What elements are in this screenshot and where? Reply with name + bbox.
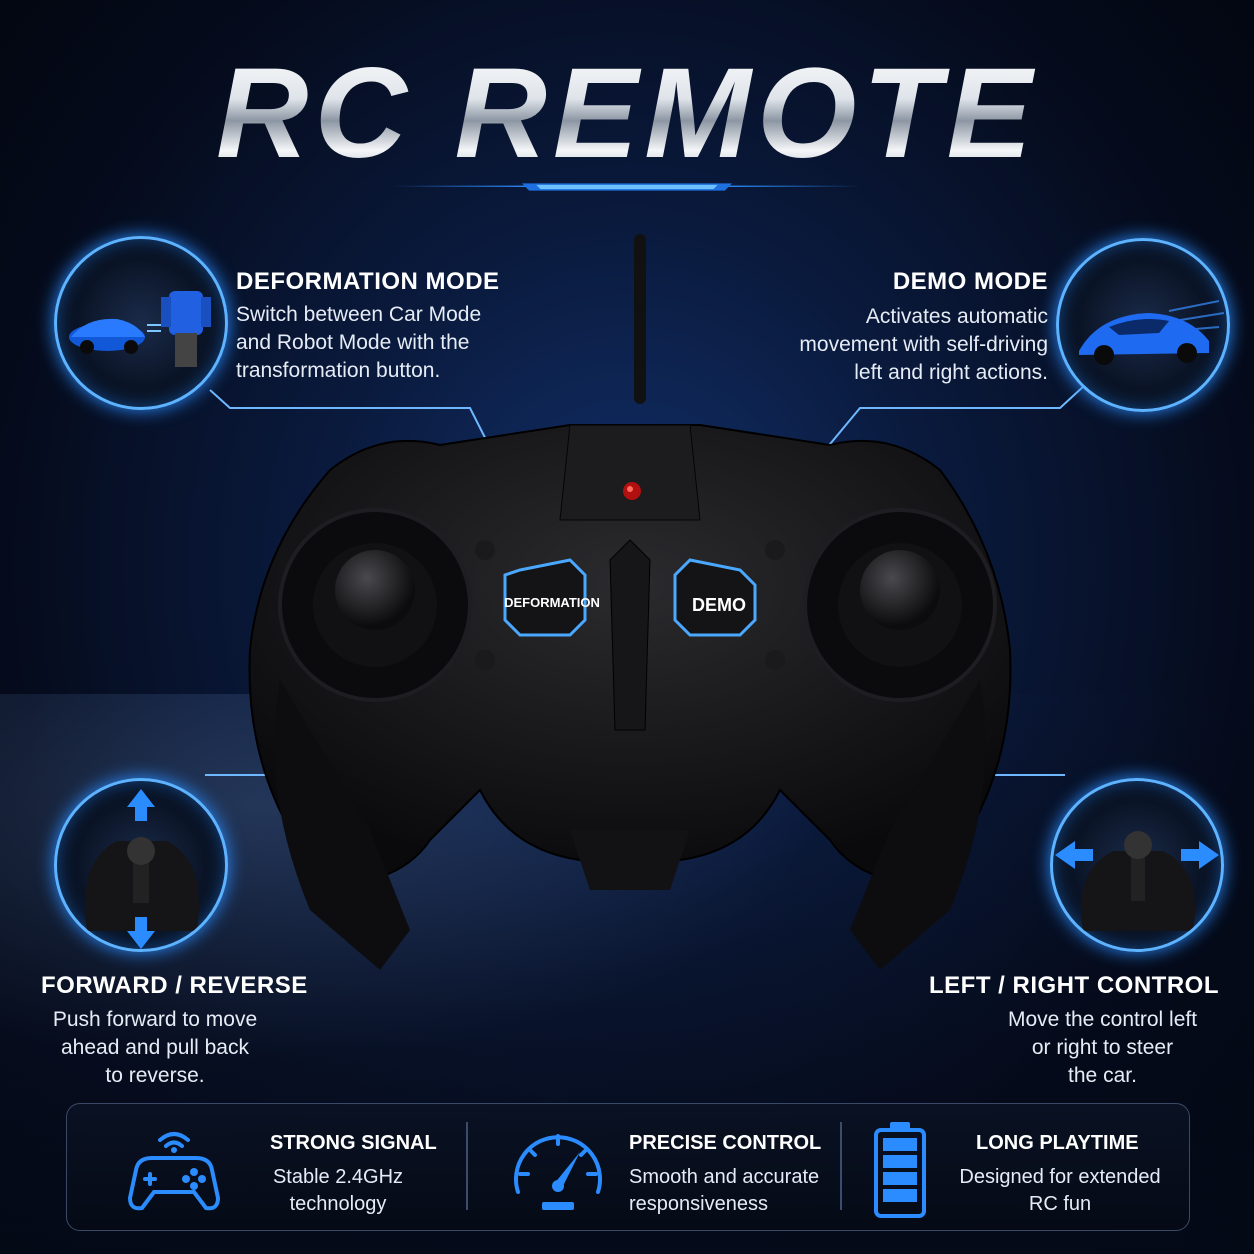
demo-mode-title: DEMO MODE [892, 268, 1048, 295]
speedometer-icon [514, 1134, 602, 1210]
features-panel [66, 1103, 1190, 1231]
panel-divider [466, 1122, 468, 1210]
panel-divider [840, 1122, 842, 1210]
left-right-control-image [1050, 778, 1224, 952]
precise-control-title: PRECISE CONTROL [629, 1132, 822, 1154]
battery-icon [874, 1122, 926, 1218]
page-title: RC REMOTE [0, 40, 1254, 187]
left-right-control-description: Move the control left or right to steer … [1007, 1008, 1198, 1087]
deformation-mode-description: Switch between Car Mode and Robot Mode w… [236, 303, 482, 382]
deformation-mode-title: DEFORMATION MODE [236, 268, 500, 295]
long-playtime-description: Designed for extended RC fun [959, 1166, 1161, 1215]
forward-reverse-title: FORWARD / REVERSE [41, 972, 308, 999]
rc-remote-controller [248, 234, 1012, 970]
precise-control-description: Smooth and accurate responsiveness [629, 1166, 820, 1215]
deformation-button: DEFORMATION [504, 595, 600, 610]
strong-signal-description: Stable 2.4GHz technology [272, 1166, 404, 1215]
forward-reverse-description: Push forward to move ahead and pull back… [52, 1008, 258, 1087]
gamepad-signal-icon [127, 1132, 221, 1211]
strong-signal-title: STRONG SIGNAL [270, 1132, 437, 1154]
demo-button: DEMO [692, 595, 746, 615]
title-underline-decoration [393, 183, 861, 191]
forward-reverse-image [54, 778, 228, 952]
left-right-control-title: LEFT / RIGHT CONTROL [929, 972, 1219, 999]
demo-mode-image [1056, 238, 1230, 412]
deformation-mode-image [54, 236, 228, 410]
long-playtime-title: LONG PLAYTIME [976, 1132, 1139, 1154]
demo-mode-description: Activates automatic movement with self-d… [799, 305, 1048, 384]
